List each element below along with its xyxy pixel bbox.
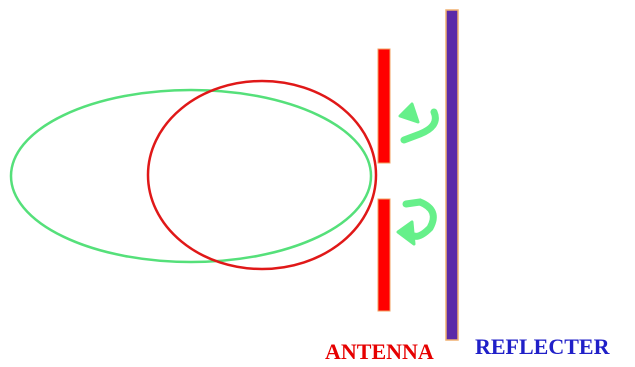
reflector-element bbox=[445, 9, 459, 341]
antenna-label: ANTENNA bbox=[325, 339, 434, 364]
antenna-upper-element bbox=[377, 48, 391, 164]
curved-arrow-icon bbox=[396, 198, 437, 246]
reflecter-label: REFLECTER bbox=[475, 334, 610, 359]
curved-arrow-icon bbox=[398, 102, 439, 144]
reflected-radiation-pattern bbox=[9, 88, 373, 264]
antenna-radiation-pattern bbox=[146, 79, 378, 271]
antenna-lower-element bbox=[377, 198, 391, 312]
